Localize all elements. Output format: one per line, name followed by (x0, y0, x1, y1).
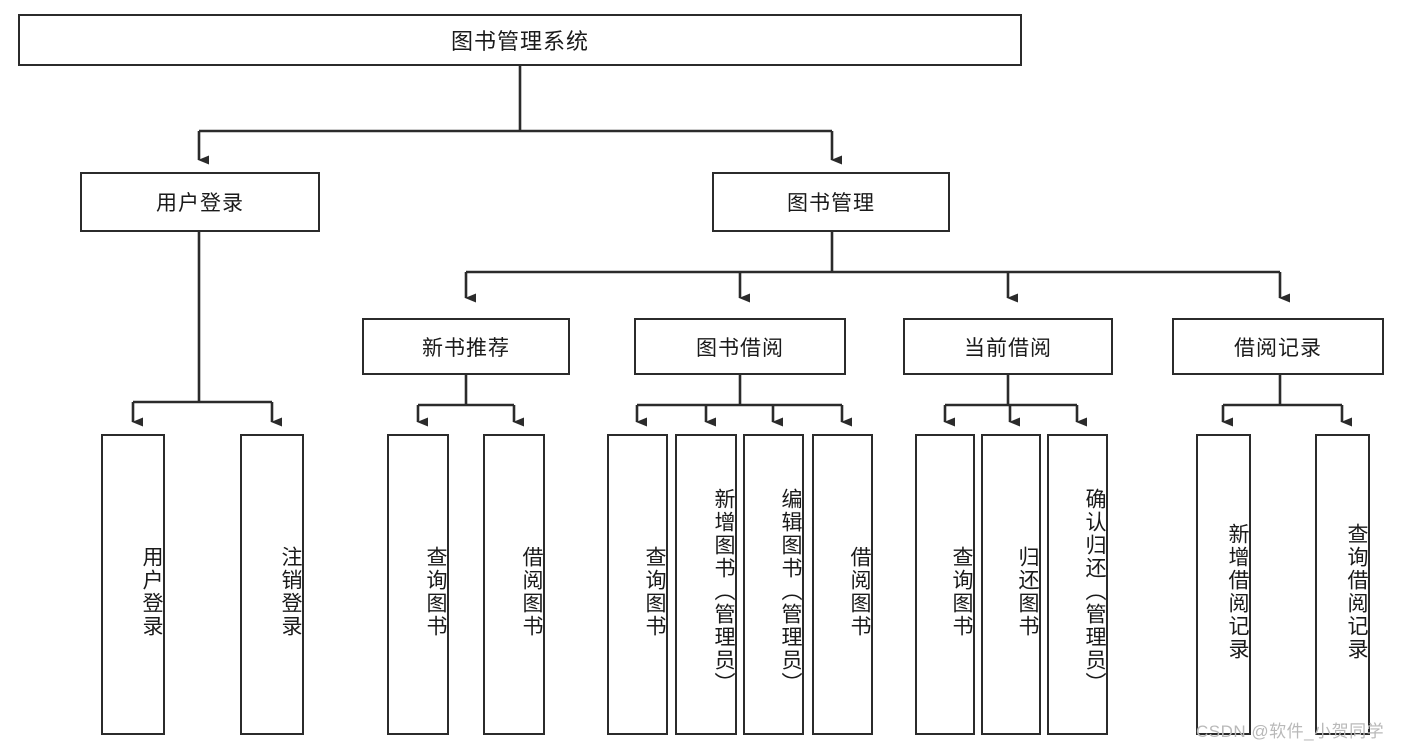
node-book-borrow[interactable]: 图书借阅 (634, 318, 846, 375)
node-bb-borrow[interactable]: 借阅图书 (812, 434, 873, 735)
node-book-manage[interactable]: 图书管理 (712, 172, 950, 232)
node-current-borrow-label: 当前借阅 (964, 336, 1052, 360)
node-cb-confirm[interactable]: 确认归还（管理员） (1047, 434, 1108, 735)
node-cb-return[interactable]: 归还图书 (981, 434, 1041, 735)
node-book-manage-label: 图书管理 (787, 192, 875, 215)
node-bb-query[interactable]: 查询图书 (607, 434, 668, 735)
node-bb-add-label: 新增图书（管理员） (712, 488, 735, 695)
node-borrow-record[interactable]: 借阅记录 (1172, 318, 1384, 375)
node-cb-return-label: 归还图书 (1016, 545, 1039, 638)
node-new-book-rec[interactable]: 新书推荐 (362, 318, 570, 375)
node-cb-query[interactable]: 查询图书 (915, 434, 975, 735)
node-new-book-rec-label: 新书推荐 (422, 336, 510, 360)
node-rec-query[interactable]: 查询图书 (387, 434, 449, 735)
node-br-query[interactable]: 查询借阅记录 (1315, 434, 1370, 735)
node-bb-edit-label: 编辑图书（管理员） (779, 488, 802, 695)
node-bb-edit[interactable]: 编辑图书（管理员） (743, 434, 804, 735)
node-br-add[interactable]: 新增借阅记录 (1196, 434, 1251, 735)
node-logout-do[interactable]: 注销登录 (240, 434, 304, 735)
node-user-login[interactable]: 用户登录 (80, 172, 320, 232)
node-user-login-label: 用户登录 (156, 192, 244, 215)
node-login-do-label: 用户登录 (140, 545, 163, 638)
node-cb-confirm-label: 确认归还（管理员） (1083, 488, 1106, 695)
node-borrow-record-label: 借阅记录 (1234, 336, 1322, 360)
node-br-query-label: 查询借阅记录 (1345, 522, 1368, 661)
node-rec-borrow-label: 借阅图书 (520, 545, 543, 638)
node-bb-borrow-label: 借阅图书 (848, 545, 871, 638)
node-cb-query-label: 查询图书 (950, 545, 973, 638)
node-br-add-label: 新增借阅记录 (1226, 522, 1249, 661)
node-current-borrow[interactable]: 当前借阅 (903, 318, 1113, 375)
node-logout-do-label: 注销登录 (279, 545, 302, 638)
node-rec-borrow[interactable]: 借阅图书 (483, 434, 545, 735)
node-bb-add[interactable]: 新增图书（管理员） (675, 434, 737, 735)
node-rec-query-label: 查询图书 (424, 545, 447, 638)
node-root-label: 图书管理系统 (450, 29, 589, 54)
node-bb-query-label: 查询图书 (643, 545, 666, 638)
node-root[interactable]: 图书管理系统 (18, 14, 1022, 66)
csdn-watermark: CSDN @软件_小贺同学 (1196, 722, 1385, 741)
node-book-borrow-label: 图书借阅 (696, 336, 784, 360)
node-login-do[interactable]: 用户登录 (101, 434, 165, 735)
